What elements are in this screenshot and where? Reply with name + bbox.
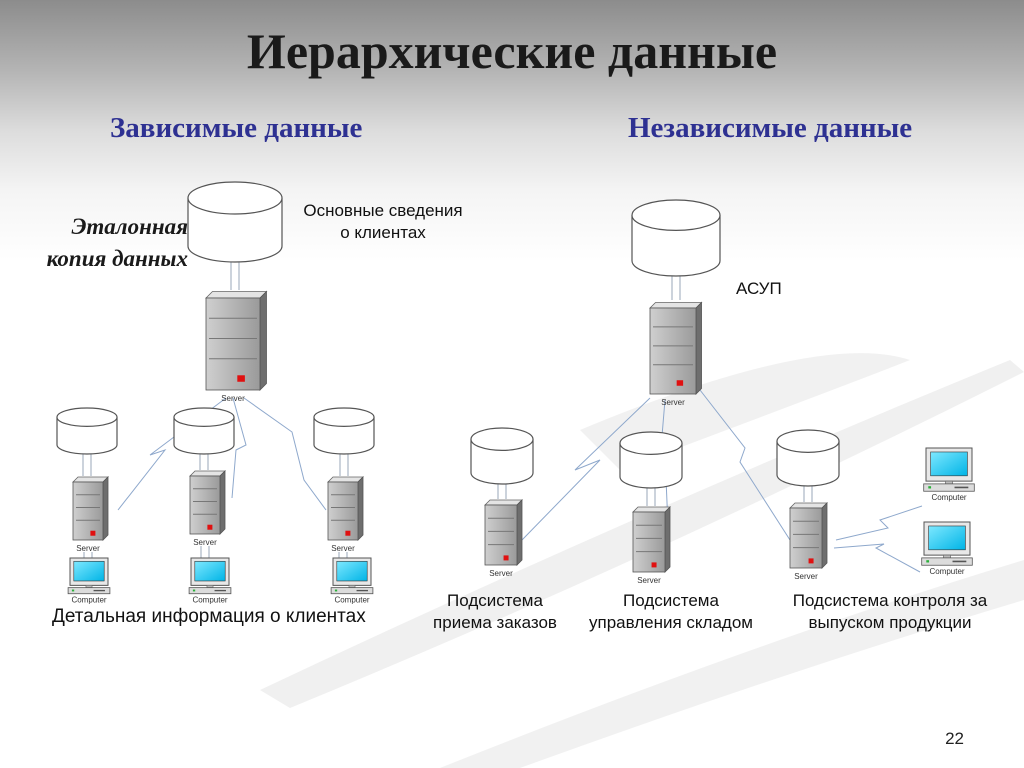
subsystem-production-line-2: выпуском продукции	[808, 613, 972, 632]
subsystem-server-icon-warehouse: Server	[632, 506, 671, 585]
server-label: Server	[331, 544, 355, 553]
main-server-icon: Server	[205, 290, 268, 403]
link-production-to-computer-bottom	[833, 543, 921, 573]
branch-computer-icon-left: Computer	[67, 557, 111, 605]
computer-label: Computer	[71, 596, 106, 605]
monitor-screen-icon	[930, 451, 968, 477]
slide-title: Иерархические данные	[246, 23, 778, 79]
computer-label: Computer	[192, 596, 227, 605]
main-caption-line-1: Основные сведения	[303, 201, 463, 220]
detail-info-caption: Детальная информация о клиентах	[52, 606, 366, 627]
server-led-icon	[651, 562, 657, 568]
branch-server-icon-left: Server	[72, 476, 109, 553]
subsystem-server-icon-orders: Server	[484, 499, 523, 578]
monitor-screen-icon	[928, 525, 966, 551]
monitor-screen-icon	[194, 560, 226, 582]
heading-independent-data: Независимые данные	[628, 112, 913, 144]
branch-server-icon-center: Server	[189, 470, 226, 547]
asup-database-icon	[631, 199, 721, 277]
link-asup-to-orders	[521, 397, 651, 541]
production-computer-icon-bottom: Computer	[921, 521, 973, 576]
reference-copy-label: Эталонная копия данных	[47, 211, 188, 275]
link-main-to-right	[243, 397, 327, 511]
branch-database-icon-right	[313, 407, 375, 455]
server-led-icon	[90, 530, 96, 536]
branch-database-icon-left	[56, 407, 118, 455]
production-computer-icon-top: Computer	[923, 447, 975, 502]
server-led-icon	[503, 555, 509, 561]
subsystem-server-icon-production: Server	[789, 502, 828, 581]
heading-dependent-data: Зависимые данные	[110, 112, 363, 144]
main-database-icon	[187, 181, 283, 263]
server-led-icon	[808, 558, 814, 564]
subsystem-warehouse-caption: Подсистема управления складом	[578, 590, 764, 634]
subsystem-warehouse-line-2: управления складом	[588, 613, 753, 632]
network-nodes: ServerServerComputerServerComputerServer…	[56, 181, 975, 605]
server-led-icon	[345, 530, 351, 536]
link-asup-to-production	[699, 389, 791, 541]
subsystem-warehouse-line-1: Подсистема	[623, 591, 719, 610]
subsystem-orders-line-1: Подсистема	[447, 591, 543, 610]
reference-copy-line-2: копия данных	[46, 246, 188, 271]
branch-database-icon-center	[173, 407, 235, 455]
computer-label: Computer	[931, 493, 966, 502]
computer-label: Computer	[929, 567, 964, 576]
subsystem-production-caption: Подсистема контроля за выпуском продукци…	[778, 590, 1002, 634]
computer-label: Computer	[334, 596, 369, 605]
server-label: Server	[221, 394, 245, 403]
server-led-icon	[237, 375, 245, 382]
server-label: Server	[661, 398, 685, 407]
branch-computer-icon-right: Computer	[330, 557, 374, 605]
link-production-to-computer-top	[835, 505, 923, 541]
monitor-screen-icon	[336, 560, 368, 582]
page-number: 22	[945, 729, 964, 748]
server-label: Server	[637, 576, 661, 585]
server-led-icon	[676, 380, 684, 386]
main-caption-line-2: о клиентах	[340, 223, 426, 242]
subsystem-database-icon-production	[776, 429, 840, 487]
reference-copy-line-1: Эталонная	[71, 214, 188, 239]
branch-computer-icon-center: Computer	[188, 557, 232, 605]
subsystem-orders-line-2: приема заказов	[433, 613, 557, 632]
main-customer-info-caption: Основные сведения о клиентах	[278, 200, 488, 244]
server-label: Server	[489, 569, 513, 578]
server-label: Server	[794, 572, 818, 581]
monitor-screen-icon	[73, 560, 105, 582]
link-main-to-center	[231, 397, 247, 499]
asup-caption: АСУП	[736, 279, 782, 298]
subsystem-production-line-1: Подсистема контроля за	[792, 591, 988, 610]
asup-server-icon: Server	[649, 301, 703, 407]
server-led-icon	[207, 524, 213, 530]
server-label: Server	[76, 544, 100, 553]
server-label: Server	[193, 538, 217, 547]
subsystem-database-icon-warehouse	[619, 431, 683, 489]
subsystem-database-icon-orders	[470, 427, 534, 485]
branch-server-icon-right: Server	[327, 476, 364, 553]
subsystem-orders-caption: Подсистема приема заказов	[420, 590, 570, 634]
